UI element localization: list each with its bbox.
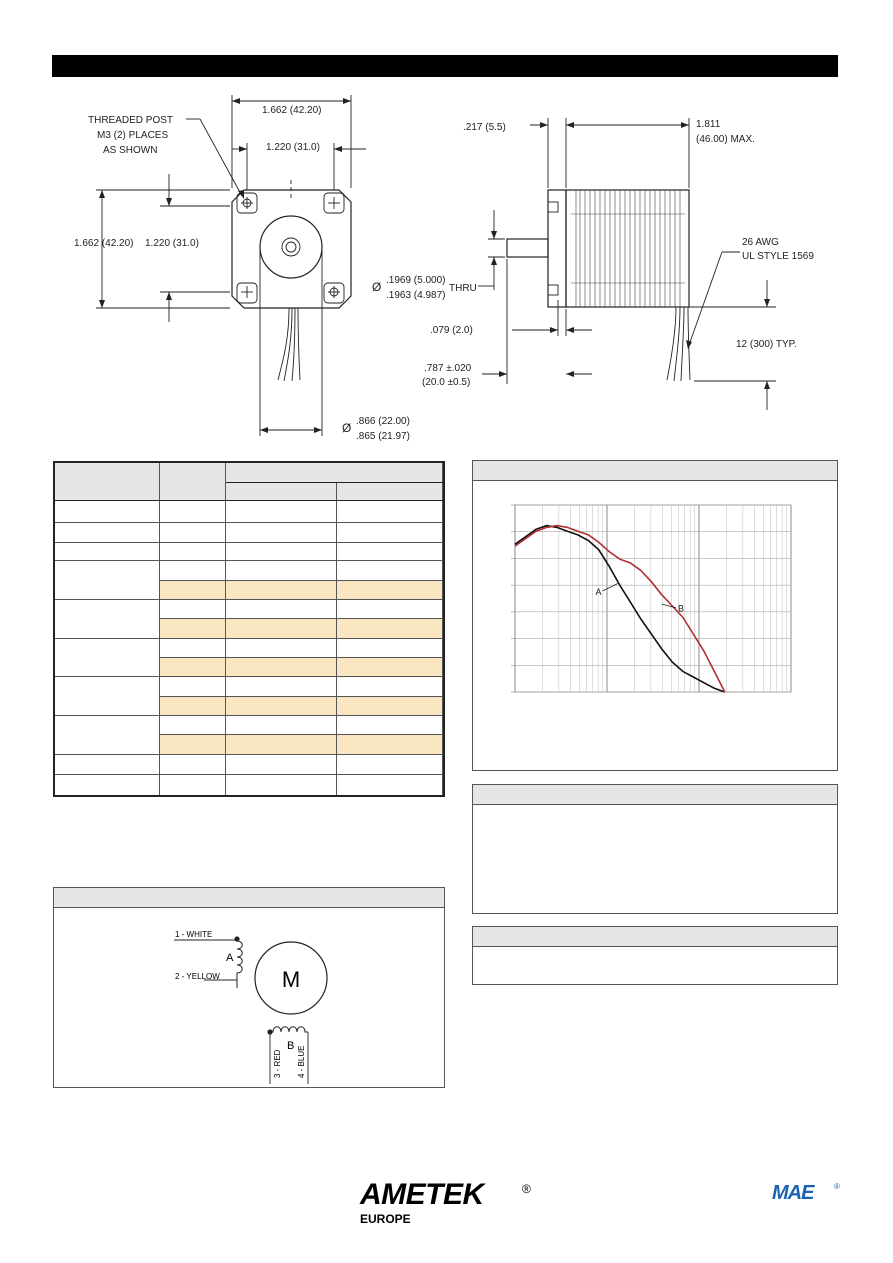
schematic-panel-header <box>54 888 444 908</box>
series-line-a <box>514 524 726 693</box>
table-row <box>55 774 443 795</box>
flange <box>547 189 567 308</box>
dimension-drawing: 1.662 (42.20) 1.220 (31.0) THREADED POST… <box>74 95 814 442</box>
dim-pilot-dia-2: .865 (21.97) <box>356 431 410 442</box>
dim-pilot-depth: .079 (2.0) <box>430 325 473 336</box>
motor-label: M <box>282 967 300 992</box>
table-row <box>55 754 443 776</box>
table-row <box>55 715 443 755</box>
table-row <box>55 734 443 755</box>
wire-3-label: 3 - RED <box>273 1049 282 1078</box>
ametek-logo: AMETEK ® EUROPE <box>360 1178 540 1228</box>
series-leader-b <box>661 603 677 609</box>
table-row <box>55 599 443 639</box>
motor-body <box>565 189 690 308</box>
ametek-wordmark: AMETEK <box>360 1178 484 1211</box>
wire-1-label: 1 - WHITE <box>175 930 212 939</box>
shaft <box>506 238 549 258</box>
wire-4-label: 4 - BLUE <box>297 1046 306 1078</box>
dim-height-overall: 1.662 (42.20) <box>74 238 134 249</box>
series-line-b <box>514 524 726 693</box>
wire-gauge: 26 AWG <box>742 237 779 248</box>
mount-hole-tl <box>236 192 258 214</box>
mount-hole-bl <box>236 282 258 304</box>
info-panel-header <box>473 785 837 805</box>
dia-symbol-front: Ø <box>342 421 351 435</box>
table-row <box>55 542 443 562</box>
dim-shaft-len-2: (20.0 ±0.5) <box>422 377 470 388</box>
col-units <box>159 463 226 502</box>
dim-shaft-dia-2: .1963 (4.987) <box>386 290 446 301</box>
dim-flange: .217 (5.5) <box>463 122 506 133</box>
dim-lead-length: 12 (300) TYP. <box>736 339 797 350</box>
ametek-europe: EUROPE <box>360 1212 411 1226</box>
col-winding-a <box>225 482 337 502</box>
phase-a-label: A <box>226 952 234 964</box>
table-row <box>55 560 443 600</box>
mae-logo: MAE ® <box>772 1182 842 1212</box>
table-row <box>55 500 443 523</box>
col-winding-b <box>336 482 443 502</box>
dim-thru: THRU <box>449 283 477 294</box>
dim-pilot-dia-1: .866 (22.00) <box>356 416 410 427</box>
ametek-reg-mark: ® <box>522 1182 531 1196</box>
table-row <box>55 657 443 678</box>
pilot-circle <box>259 215 323 279</box>
dim-height-spacing: 1.220 (31.0) <box>145 238 199 249</box>
mount-hole-br <box>323 282 345 304</box>
notes-panel-header <box>473 927 837 947</box>
mae-reg-mark: ® <box>834 1182 840 1191</box>
table-row <box>55 638 443 678</box>
torque-chart: AB <box>511 504 792 693</box>
col-parameter <box>55 463 160 502</box>
header-bar <box>52 55 838 77</box>
wire-2-label: 2 - YELLOW <box>175 972 220 981</box>
wire-style: UL STYLE 1569 <box>742 251 814 262</box>
series-leader-a <box>602 583 618 592</box>
motor-symbol <box>254 941 328 1015</box>
series-label-b: B <box>678 604 684 614</box>
col-winding-group <box>225 463 443 483</box>
front-view: 1.662 (42.20) 1.220 (31.0) THREADED POST… <box>74 95 410 442</box>
spec-table-grid <box>55 463 443 795</box>
series-label-a: A <box>595 587 601 597</box>
info-panel <box>472 784 838 914</box>
shaft-circle <box>281 237 301 257</box>
motor-face <box>231 189 352 309</box>
phase-b-label: B <box>287 1040 294 1052</box>
dim-length-1: 1.811 <box>696 119 721 130</box>
plot-frame <box>514 504 792 693</box>
threaded-post-line3: AS SHOWN <box>103 145 157 156</box>
notes-panel <box>472 926 838 985</box>
dim-width-overall: 1.662 (42.20) <box>262 105 322 116</box>
table-row <box>55 580 443 600</box>
table-row <box>55 696 443 716</box>
chart-panel-header <box>473 461 837 481</box>
table-row <box>55 522 443 543</box>
table-row <box>55 618 443 639</box>
dim-shaft-len-1: .787 ±.020 <box>424 363 472 374</box>
dim-hole-spacing: 1.220 (31.0) <box>266 142 320 153</box>
mount-hole-tr <box>323 192 345 214</box>
dim-length-2: (46.00) MAX. <box>696 134 755 145</box>
dia-symbol-side: Ø <box>372 280 381 294</box>
threaded-post-line1: THREADED POST <box>88 115 173 126</box>
threaded-post-line2: M3 (2) PLACES <box>97 130 168 141</box>
mae-wordmark: MAE <box>772 1182 814 1204</box>
spec-table <box>53 461 445 797</box>
wiring-schematic: M A 1 - WHITE 2 - YELLOW B 3 - RED 4 - B… <box>174 930 328 1084</box>
table-row <box>55 676 443 716</box>
side-view: .217 (5.5) 1.811 (46.00) MAX. 26 AWG UL … <box>372 118 814 410</box>
dim-shaft-dia-1: .1969 (5.000) <box>386 275 446 286</box>
wiring-schematic-panel: M A 1 - WHITE 2 - YELLOW B 3 - RED 4 - B… <box>53 887 445 1088</box>
